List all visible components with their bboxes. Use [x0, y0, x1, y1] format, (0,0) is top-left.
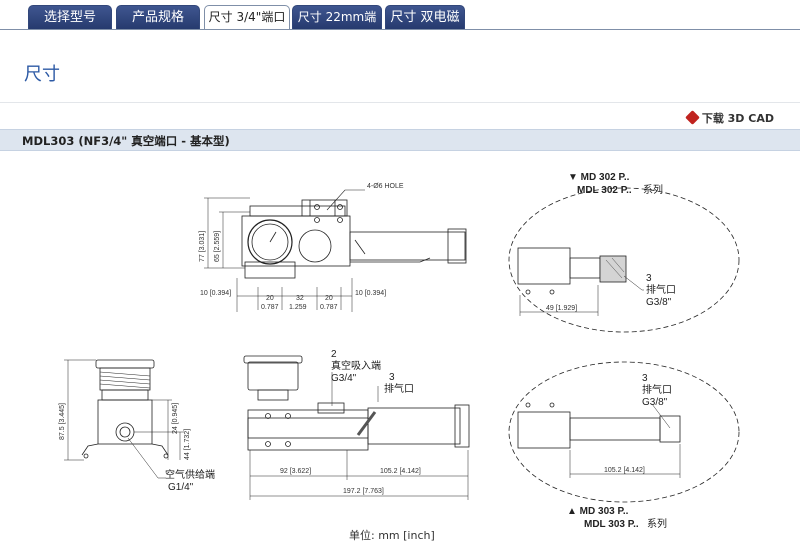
dim-77: 77 [3.031]	[199, 231, 206, 262]
dim-49: 49 [1.929]	[546, 305, 577, 312]
title-divider	[0, 102, 800, 103]
bot-port-num: 3	[642, 373, 648, 384]
vacuum-port-label: 真空吸入端	[331, 359, 381, 372]
top-variant-suffix: 系列	[643, 183, 663, 196]
section-header: MDL303 (NF3/4" 真空端口 - 基本型)	[0, 129, 800, 151]
dim-20b: 20	[325, 295, 333, 302]
dim-105-2: 105.2 [4.142]	[380, 468, 421, 475]
top-port-size: G3/8"	[646, 297, 672, 308]
top-port-num: 3	[646, 273, 652, 284]
detail-bottom	[517, 402, 681, 449]
air-supply-label: 空气供给端	[165, 468, 215, 481]
page-title: 尺寸	[24, 64, 60, 85]
dim-20b-inch: 0.787	[320, 304, 338, 311]
tab-dimensions-double-solenoid[interactable]: 尺寸 双电磁	[385, 5, 465, 29]
bot-variant-line1: ▲ MD 303 P..	[567, 506, 629, 517]
detail-ellipse-bottom	[508, 361, 740, 503]
tab-divider	[0, 29, 800, 30]
dim-197-2: 197.2 [7.763]	[343, 488, 384, 495]
vacuum-port-num: 2	[331, 349, 337, 360]
detail-top	[517, 247, 627, 295]
dim-20a-inch: 0.787	[261, 304, 279, 311]
tab-select-model[interactable]: 选择型号	[28, 5, 112, 29]
tab-bar: 选择型号 产品规格 尺寸 3/4"端口 尺寸 22mm端口 尺寸 双电磁	[0, 0, 800, 47]
side-view	[81, 359, 169, 459]
section-title: MDL303 (NF3/4" 真空端口 - 基本型)	[22, 134, 230, 148]
bot-port-label: 排气口	[642, 383, 672, 396]
dim-65: 65 [2.559]	[214, 231, 221, 262]
bot-variant-suffix: 系列	[647, 517, 667, 530]
front-view	[241, 189, 467, 279]
air-supply-size: G1/4"	[168, 482, 194, 493]
dim-24: 24 [0.945]	[172, 403, 179, 434]
top-variant-line2: MDL 302 P..	[577, 185, 632, 196]
tab-specifications[interactable]: 产品规格	[116, 5, 200, 29]
dim-left-10: 10 [0.394]	[200, 290, 231, 297]
tab-dimensions-22mm-port[interactable]: 尺寸 22mm端口	[292, 5, 382, 47]
vacuum-port-size: G3/4"	[331, 373, 357, 384]
dim-32-inch: 1.259	[289, 304, 307, 311]
dim-105-2b: 105.2 [4.142]	[604, 467, 645, 474]
download-3d-cad-link[interactable]: 下载 3D CAD	[684, 110, 774, 126]
tab-dimensions-3-4-port[interactable]: 尺寸 3/4"端口	[204, 5, 290, 30]
top-port-label: 排气口	[646, 283, 676, 296]
detail-ellipse-top	[508, 187, 740, 333]
top-variant-line1: ▼ MD 302 P..	[568, 172, 630, 183]
units-note: 单位: mm [inch]	[349, 529, 435, 542]
exhaust-port-num: 3	[389, 372, 395, 383]
dim-32: 32	[296, 295, 304, 302]
bot-variant-line2: MDL 303 P..	[584, 519, 639, 530]
exhaust-port-label: 排气口	[384, 382, 414, 395]
dim-87-5: 87.5 [3.445]	[59, 403, 66, 440]
dim-92: 92 [3.622]	[280, 468, 311, 475]
bot-port-size: G3/8"	[642, 397, 668, 408]
download-label: 下载 3D CAD	[701, 112, 774, 125]
dim-20a: 20	[266, 295, 274, 302]
hole-note: 4-Ø6 HOLE	[367, 183, 404, 190]
dim-right-10: 10 [0.394]	[355, 290, 386, 297]
dim-44: 44 [1.732]	[184, 429, 191, 460]
top-view	[243, 355, 470, 451]
